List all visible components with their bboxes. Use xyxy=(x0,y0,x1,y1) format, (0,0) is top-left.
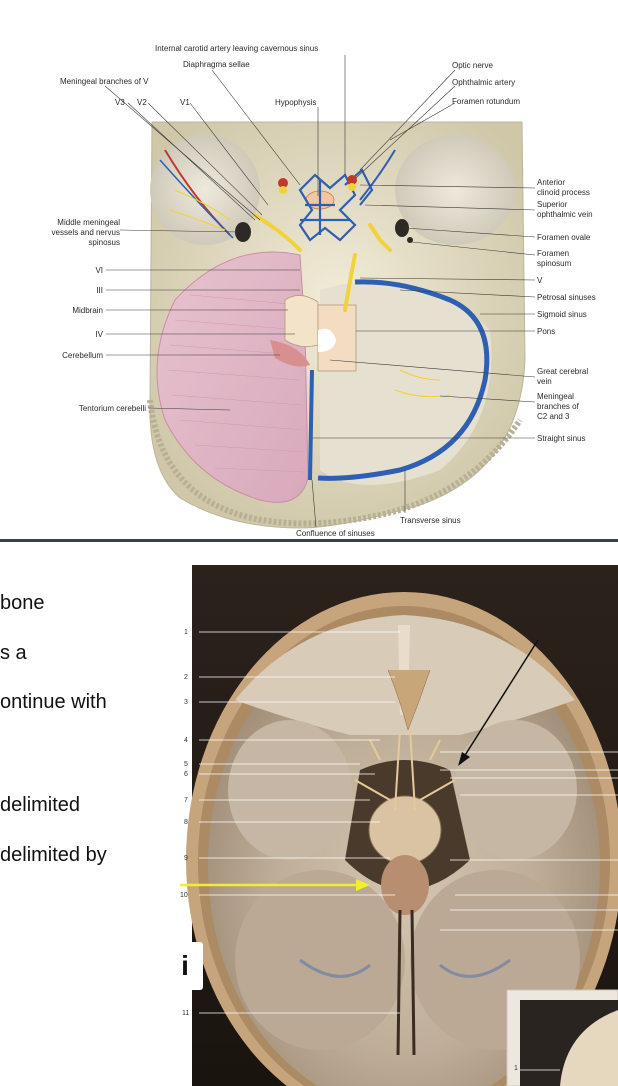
straight-sinus xyxy=(308,369,314,481)
figure-badge: i xyxy=(167,942,203,990)
label-anterior-2: clinoid process xyxy=(537,188,590,197)
optic-artery-right xyxy=(347,175,357,185)
right-labels: Anterior clinoid process Superior ophtha… xyxy=(537,178,596,443)
cerebellum-cut xyxy=(270,340,310,367)
label-straight-sinus: Straight sinus xyxy=(537,434,585,443)
aqueduct-cut xyxy=(318,328,336,352)
label-confluence-of-sinuses: Confluence of sinuses xyxy=(296,529,375,538)
left-labels: Middle meningeal vessels and nervus spin… xyxy=(52,218,147,413)
section-divider xyxy=(0,539,618,542)
label-great-cerebral-2: vein xyxy=(537,377,552,386)
slide-text-line-5: delimited by xyxy=(0,844,107,866)
label-meningeal-3: C2 and 3 xyxy=(537,412,570,421)
label-foramen-spinosum-2: spinosum xyxy=(537,259,572,268)
photo-number-9: 9 xyxy=(184,855,188,862)
photo-number-11: 11 xyxy=(182,1010,189,1017)
photo-number-5: 5 xyxy=(184,761,188,768)
label-hypophysis: Hypophysis xyxy=(275,98,316,107)
photo-number-3: 3 xyxy=(184,699,188,706)
label-middle-meningeal-1: Middle meningeal xyxy=(57,218,120,227)
brainstem-cut xyxy=(368,795,442,865)
superior-ophthalmic-vein xyxy=(359,149,396,201)
photo-number-7: 7 xyxy=(184,797,188,804)
thumbnail-number-1: 1 xyxy=(514,1065,518,1072)
cerebellar-vermis xyxy=(381,855,429,915)
optic-artery-left xyxy=(278,178,288,188)
label-middle-meningeal-2: vessels and nervus xyxy=(52,228,120,237)
label-sigmoid-sinus: Sigmoid sinus xyxy=(537,310,587,319)
photo-number-2: 2 xyxy=(184,674,188,681)
label-middle-meningeal-3: spinosus xyxy=(88,238,120,247)
label-v3: V3 xyxy=(115,98,125,107)
photo-left-posterior-fossa xyxy=(235,870,405,1050)
label-foramen-spinosum-1: Foramen xyxy=(537,249,569,258)
photo-left-middle-fossa xyxy=(228,720,352,860)
label-v2: V2 xyxy=(137,98,147,107)
photo-number-4: 4 xyxy=(184,737,188,744)
foramen-spinosum xyxy=(407,237,413,243)
photo-number-10: 10 xyxy=(180,892,188,899)
label-internal-carotid: Internal carotid artery leaving cavernou… xyxy=(155,44,318,53)
photo-leader-lines xyxy=(199,631,618,1071)
label-diaphragma-sellae: Diaphragma sellae xyxy=(183,60,250,69)
photo-number-1: 1 xyxy=(184,629,188,636)
photo-number-6: 6 xyxy=(184,771,188,778)
slide-text-line-4: delimited xyxy=(0,794,81,816)
label-cerebellum: Cerebellum xyxy=(62,351,103,360)
photo-number-8: 8 xyxy=(184,819,188,826)
foramen-ovale xyxy=(395,219,409,237)
label-petrosal-sinuses: Petrosal sinuses xyxy=(537,293,596,302)
left-middle-fossa xyxy=(150,135,260,245)
label-vi: VI xyxy=(95,266,103,275)
bottom-labels: Transverse sinus Confluence of sinuses xyxy=(296,516,461,538)
label-meningeal-2: branches of xyxy=(537,402,580,411)
label-great-cerebral-1: Great cerebral xyxy=(537,367,588,376)
label-v: V xyxy=(537,276,543,285)
posterior-fossa-right xyxy=(320,281,492,485)
left-foramen xyxy=(235,222,251,242)
label-tentorium-cerebelli: Tentorium cerebelli xyxy=(79,404,146,413)
label-leader-lines xyxy=(104,55,536,528)
label-superior-1: Superior xyxy=(537,200,568,209)
slide-text-line-1: bone xyxy=(0,592,45,614)
label-anterior-1: Anterior xyxy=(537,178,565,187)
black-pointer-arrow xyxy=(458,639,539,766)
skull-rim xyxy=(147,399,523,527)
label-transverse-sinus: Transverse sinus xyxy=(400,516,461,525)
tentorium-cerebelli xyxy=(156,251,309,503)
slide-text-line-3: ontinue with xyxy=(0,691,107,713)
label-foramen-ovale: Foramen ovale xyxy=(537,233,591,242)
top-labels: Internal carotid artery leaving cavernou… xyxy=(60,44,520,107)
trigeminal-nerve-branches xyxy=(253,213,392,312)
midbrain xyxy=(284,295,319,348)
right-middle-fossa xyxy=(395,135,515,245)
label-superior-2: ophthalmic vein xyxy=(537,210,593,219)
label-foramen-rotundum: Foramen rotundum xyxy=(452,97,520,106)
label-meningeal-1: Meningeal xyxy=(537,392,574,401)
label-iii: III xyxy=(96,286,103,295)
skull-photo xyxy=(186,565,618,1086)
label-optic-nerve: Optic nerve xyxy=(452,61,493,70)
label-iv: IV xyxy=(95,330,103,339)
cranial-fossa-illustration xyxy=(147,121,526,529)
label-v1: V1 xyxy=(180,98,190,107)
label-ophthalmic-artery: Ophthalmic artery xyxy=(452,78,515,87)
label-pons: Pons xyxy=(537,327,555,336)
photo-right-middle-fossa xyxy=(453,720,577,860)
label-meningeal-branches-v: Meningeal branches of V xyxy=(60,77,149,86)
slide-text-line-2: s a xyxy=(0,642,27,664)
photo-number-labels: 1 2 3 4 5 6 7 8 9 10 11 1 xyxy=(180,629,518,1072)
label-midbrain: Midbrain xyxy=(72,306,103,315)
yellow-pointer-arrow xyxy=(180,879,370,891)
